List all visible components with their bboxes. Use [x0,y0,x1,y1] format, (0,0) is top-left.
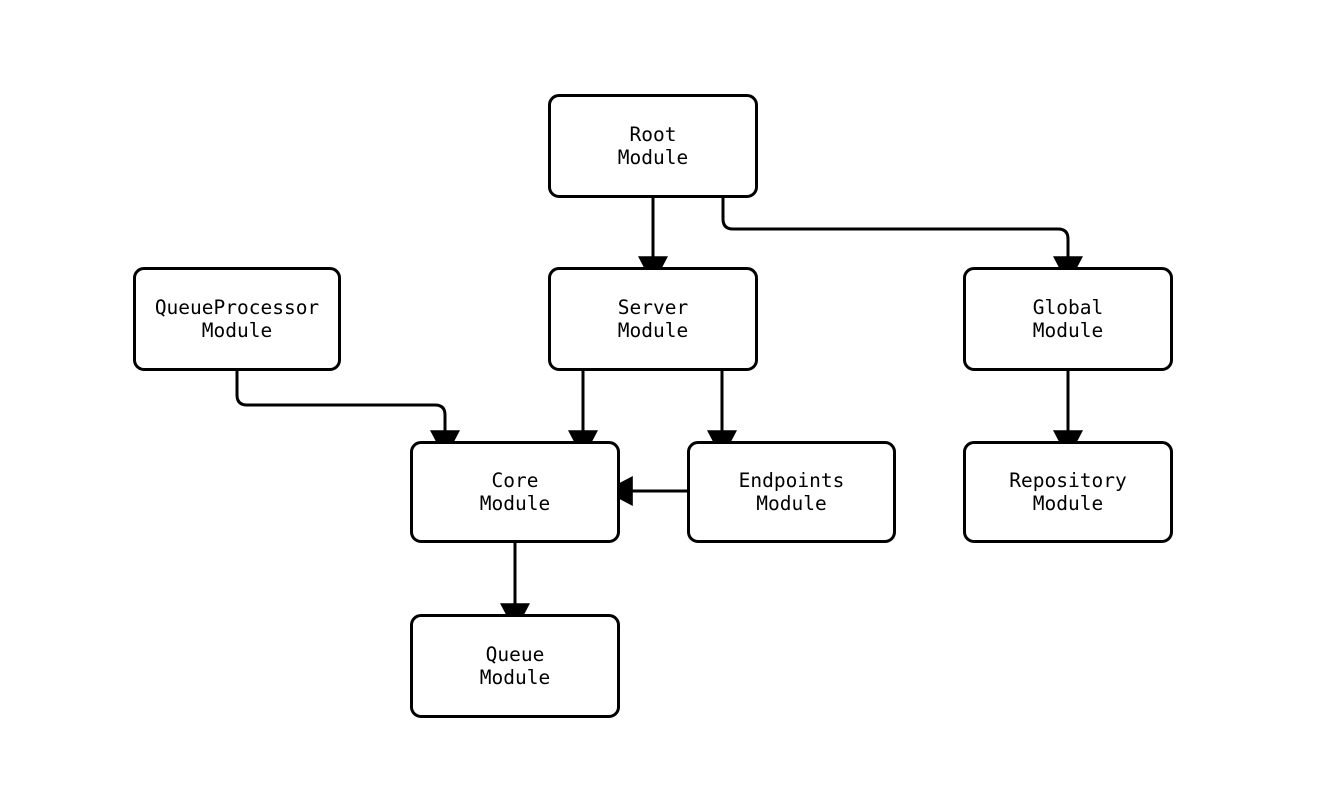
node-title: Global [1032,296,1104,319]
node-subtitle: Module [201,319,273,342]
node-subtitle: Module [617,319,689,342]
node-subtitle: Module [617,146,689,169]
node-subtitle: Module [1032,492,1104,515]
edge-root-to-global [721,198,1083,285]
edge-queueprocessor-to-core [235,371,460,459]
edge-paths [235,198,1083,632]
node-title: Repository [1009,469,1127,492]
node-subtitle: Module [479,492,551,515]
node-title: Endpoints [738,469,845,492]
node-title: Queue [485,643,545,666]
node-subtitle: Module [479,666,551,689]
node-subtitle: Module [1032,319,1104,342]
node-subtitle: Module [756,492,827,515]
node-title: Core [491,469,539,492]
node-title: Server [617,296,689,319]
node-title: QueueProcessor [154,296,320,319]
node-title: Root [629,123,677,146]
